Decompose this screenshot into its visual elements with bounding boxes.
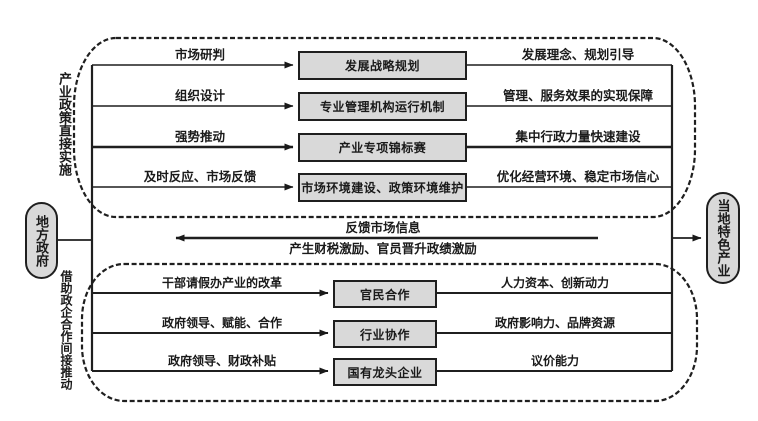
- feedback-top-label: 反馈市场信息: [345, 221, 421, 235]
- process-box-management-mechanism: 专业管理机构运行机制: [298, 92, 467, 121]
- local-government-label: 地方政府: [34, 214, 49, 267]
- top-right-label-1: 管理、服务效果的实现保障: [502, 89, 654, 103]
- bottom-right-label-0: 人力资本、创新动力: [500, 276, 610, 290]
- top-right-label-2: 集中行政力量快速建设: [515, 130, 641, 144]
- bottom-right-label-1: 政府影响力、品牌资源: [494, 316, 616, 330]
- top-right-label-3: 优化经营环境、稳定市场信心: [496, 170, 660, 184]
- process-box-industry-collaboration: 行业协作: [333, 320, 437, 348]
- process-box-official-civil-cooperation: 官民合作: [333, 280, 437, 308]
- process-box-market-environment: 市场环境建设、政策环境维护: [298, 173, 467, 202]
- bottom-right-label-2: 议价能力: [530, 354, 580, 368]
- local-industry-label: 当地特色产业: [715, 199, 731, 277]
- top-left-label-3: 及时反应、市场反馈: [143, 170, 257, 184]
- top-left-label-1: 组织设计: [174, 89, 226, 103]
- bottom-left-label-1: 政府领导、赋能、合作: [161, 316, 283, 330]
- local-industry-node: 当地特色产业: [706, 192, 740, 284]
- bottom-left-label-2: 政府领导、财政补贴: [167, 354, 277, 368]
- indirect-promotion-dashed-region: [80, 262, 699, 403]
- process-box-industry-tournament: 产业专项锦标赛: [298, 133, 467, 162]
- feedback-bottom-label: 产生财税激励、官员晋升政绩激励: [289, 242, 477, 256]
- direct-implementation-dashed-region: [72, 36, 697, 219]
- bottom-section-side-label: 借助政企合作间接推动: [59, 270, 73, 390]
- process-box-state-owned-leading-enterprise: 国有龙头企业: [333, 358, 437, 386]
- top-section-side-label: 产业政策直接实施: [57, 72, 72, 176]
- top-left-label-2: 强势推动: [174, 130, 226, 144]
- top-left-label-0: 市场研判: [174, 48, 226, 62]
- process-box-strategic-planning: 发展战略规划: [298, 51, 467, 80]
- bottom-left-label-0: 干部请假办产业的改革: [161, 276, 283, 290]
- local-government-node: 地方政府: [25, 202, 58, 279]
- top-right-label-0: 发展理念、规划引导: [521, 48, 635, 62]
